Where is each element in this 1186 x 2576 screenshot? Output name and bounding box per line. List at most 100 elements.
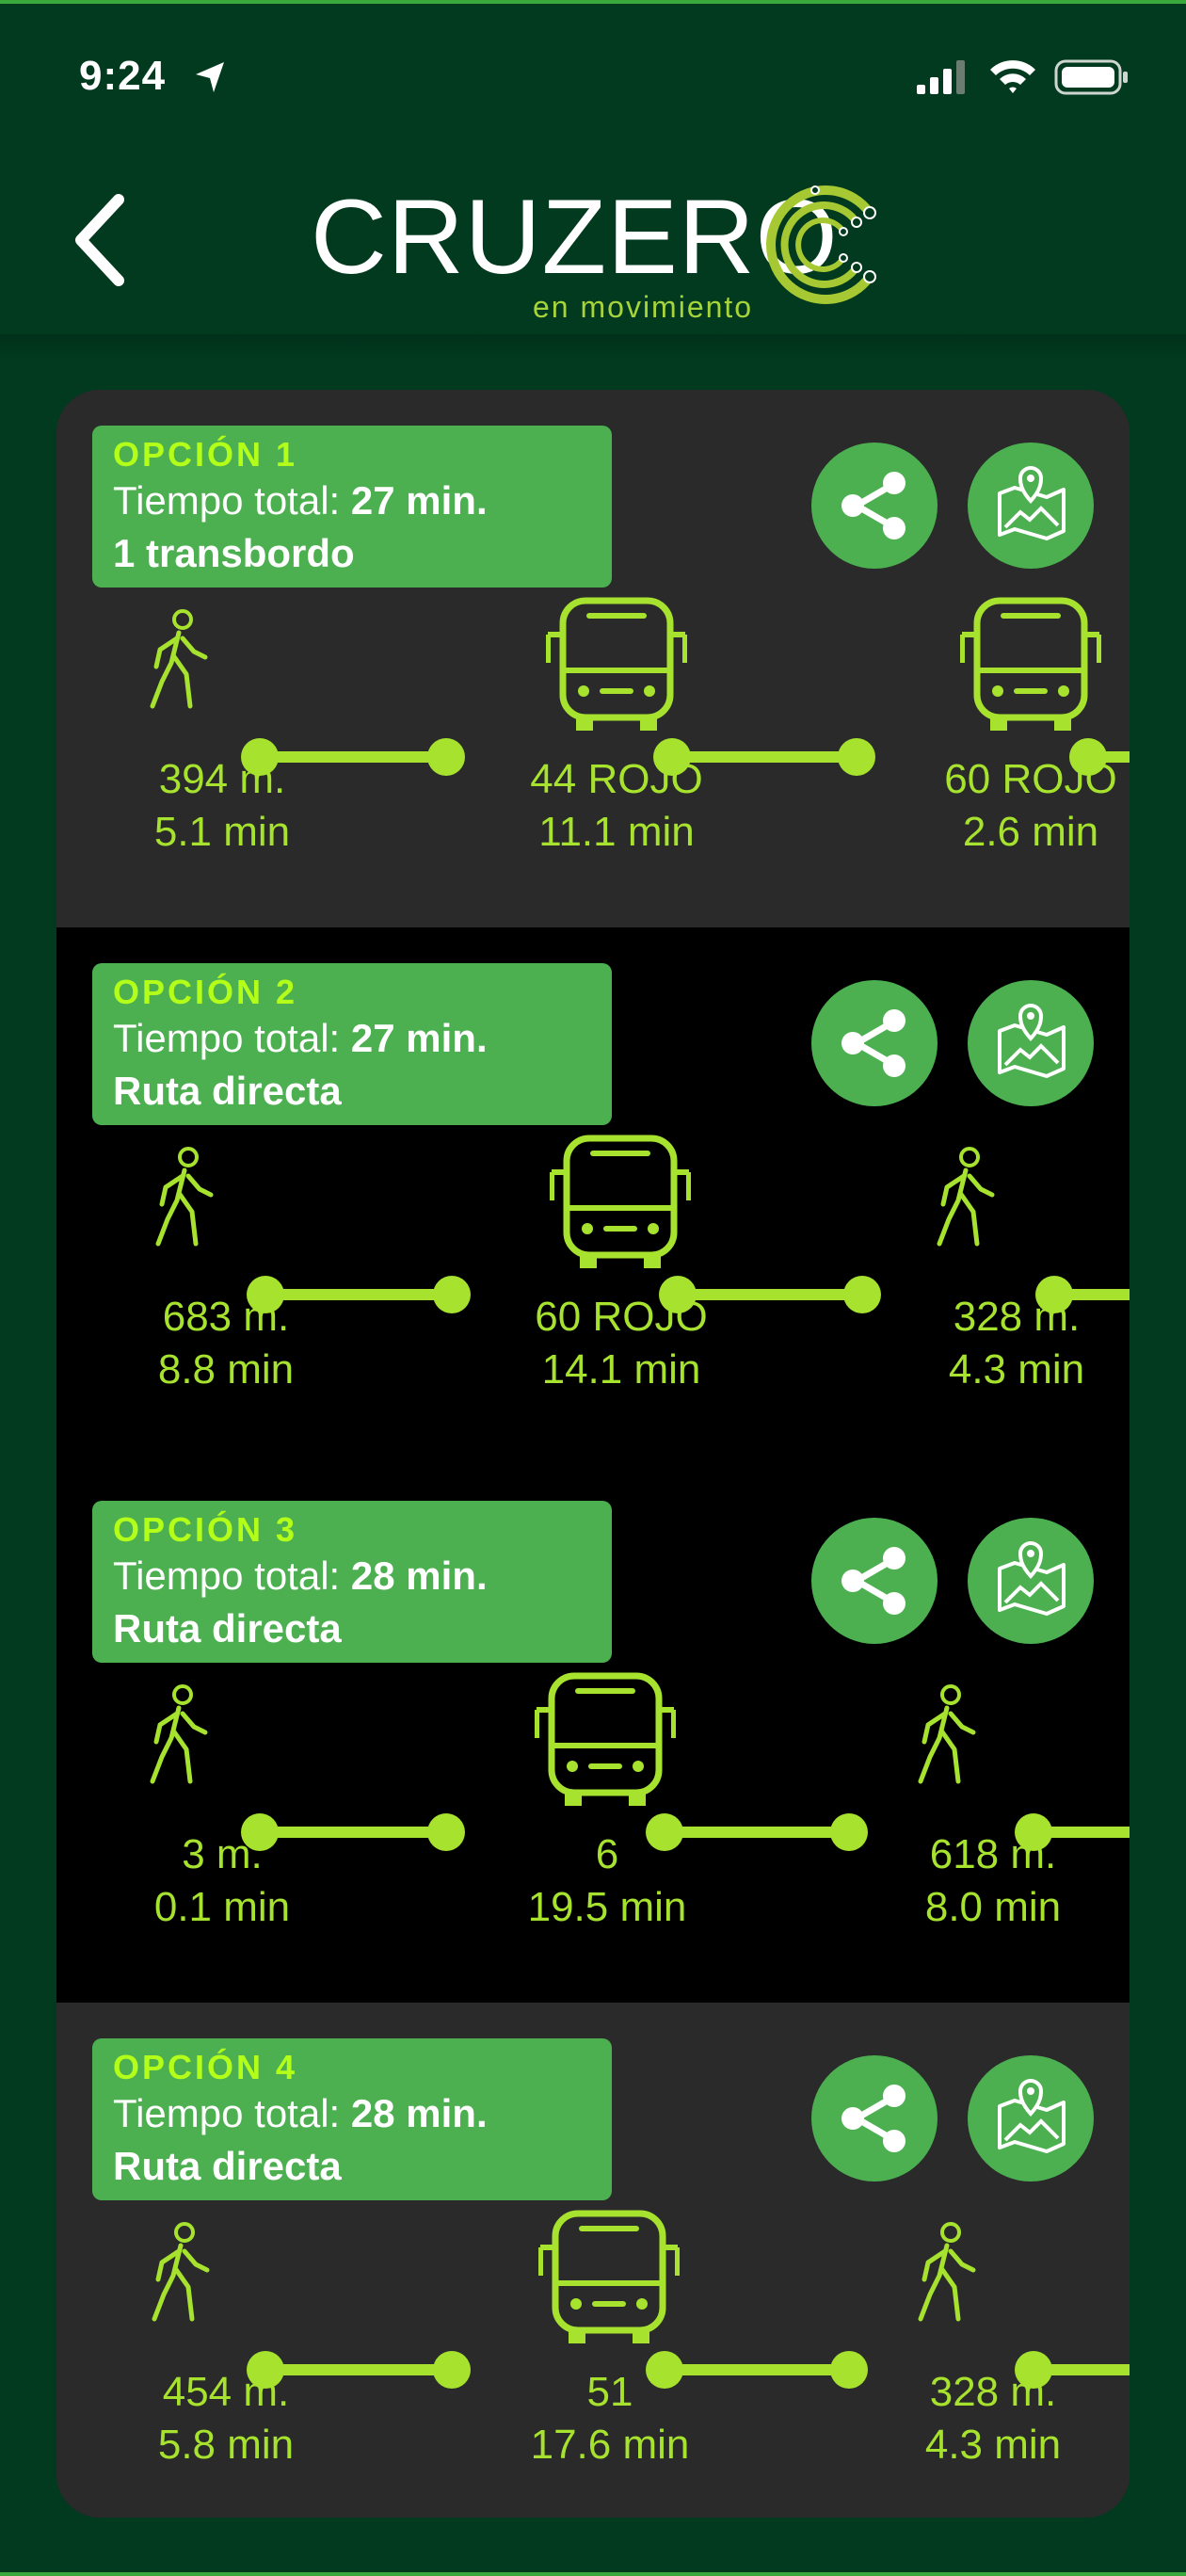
- option-summary: OPCIÓN 2 Tiempo total: 27 min. Ruta dire…: [92, 963, 612, 1125]
- bus-icon: [535, 1672, 676, 1806]
- view-map-button[interactable]: [968, 980, 1094, 1106]
- walking-person-icon: [918, 2222, 976, 2322]
- view-map-button[interactable]: [968, 443, 1094, 569]
- segment-duration: 11.1 min: [538, 809, 695, 855]
- route-connector: [260, 751, 448, 763]
- back-button[interactable]: [66, 188, 141, 292]
- walking-person-icon: [150, 609, 208, 709]
- segment-duration: 4.3 min: [948, 1346, 1085, 1393]
- option-label: OPCIÓN 2: [113, 973, 298, 1011]
- route-dot: [1035, 1276, 1073, 1313]
- option-label: OPCIÓN 4: [113, 2048, 298, 2086]
- segment-route: 6: [595, 1831, 619, 1877]
- logo-c-icon: [766, 185, 876, 304]
- route-dot: [247, 2351, 284, 2389]
- route-connector: [265, 2364, 454, 2375]
- share-button[interactable]: [811, 1518, 938, 1644]
- route-option-card[interactable]: OPCIÓN 2 Tiempo total: 27 min. Ruta dire…: [56, 927, 1130, 1465]
- route-option-card[interactable]: OPCIÓN 3 Tiempo total: 28 min. Ruta dire…: [56, 1465, 1130, 2003]
- segment-duration: 0.1 min: [153, 1884, 291, 1930]
- total-time-line: Tiempo total: 27 min.: [113, 475, 591, 527]
- segment-duration: 2.6 min: [962, 809, 1099, 855]
- route-connector: [672, 751, 857, 763]
- option-summary: OPCIÓN 1 Tiempo total: 27 min. 1 transbo…: [92, 426, 612, 588]
- route-dot: [1015, 2351, 1052, 2389]
- share-button[interactable]: [811, 980, 938, 1106]
- segment-duration: 8.8 min: [157, 1346, 295, 1393]
- total-time-prefix: Tiempo total:: [113, 1016, 341, 1060]
- map-pin-icon: [998, 1004, 1066, 1078]
- total-time-prefix: Tiempo total:: [113, 1554, 341, 1598]
- bus-icon: [538, 2210, 680, 2343]
- route-connector: [265, 1289, 454, 1300]
- share-button[interactable]: [811, 443, 938, 569]
- route-dot: [427, 738, 465, 776]
- segment-label: 683 m.8.8 min: [122, 1291, 329, 1396]
- bottom-edge: [0, 2572, 1186, 2576]
- segment-label: 394 m.5.1 min: [119, 753, 326, 859]
- view-map-button[interactable]: [968, 2055, 1094, 2182]
- transfers-text: 1 transbordo: [113, 531, 355, 575]
- route-connector: [260, 1827, 448, 1838]
- route-connector: [665, 2364, 849, 2375]
- cruzero-logo: CRUZERO en movimiento: [311, 179, 894, 330]
- route-connector: [1034, 2364, 1130, 2375]
- route-dot: [830, 1813, 868, 1851]
- segment-duration: 17.6 min: [530, 2422, 690, 2468]
- share-icon: [841, 472, 906, 539]
- map-pin-icon: [998, 466, 1066, 540]
- segment-label: 3 m.0.1 min: [119, 1828, 326, 1934]
- option-label: OPCIÓN 1: [113, 435, 298, 474]
- logo-tagline: en movimiento: [533, 290, 754, 324]
- option-summary: OPCIÓN 3 Tiempo total: 28 min. Ruta dire…: [92, 1501, 612, 1663]
- route-dot: [427, 1813, 465, 1851]
- route-connector: [678, 1289, 862, 1300]
- view-map-button[interactable]: [968, 1518, 1094, 1644]
- walking-person-icon: [152, 2222, 210, 2322]
- total-time-value: 28 min.: [350, 1554, 488, 1598]
- route-dot: [1015, 1813, 1052, 1851]
- status-time: 9:24: [79, 53, 167, 99]
- bus-icon: [546, 597, 687, 731]
- route-connector: [1054, 1289, 1130, 1300]
- route-dot: [433, 1276, 471, 1313]
- route-option-card[interactable]: OPCIÓN 4 Tiempo total: 28 min. Ruta dire…: [56, 2003, 1130, 2518]
- route-dot: [653, 738, 691, 776]
- segment-duration: 5.8 min: [157, 2422, 295, 2468]
- route-dot: [247, 1276, 284, 1313]
- logo-word: CRUZERO: [311, 178, 839, 296]
- route-dot: [646, 1813, 683, 1851]
- total-time-value: 27 min.: [350, 1016, 488, 1060]
- route-option-card[interactable]: OPCIÓN 1 Tiempo total: 27 min. 1 transbo…: [56, 390, 1130, 927]
- route-dot: [838, 738, 875, 776]
- route-options-list[interactable]: OPCIÓN 1 Tiempo total: 27 min. 1 transbo…: [56, 390, 1130, 2518]
- wifi-icon: [990, 60, 1035, 93]
- segment-label: 328 m.4.3 min: [913, 1291, 1120, 1396]
- transfers-text: Ruta directa: [113, 1606, 342, 1650]
- route-dot: [241, 738, 279, 776]
- segment-duration: 14.1 min: [541, 1346, 701, 1393]
- bus-icon: [550, 1135, 691, 1268]
- route-dot: [1069, 738, 1107, 776]
- route-dot: [646, 2351, 683, 2389]
- total-time-prefix: Tiempo total:: [113, 2091, 341, 2135]
- map-pin-icon: [998, 2079, 1066, 2153]
- option-label: OPCIÓN 3: [113, 1510, 298, 1549]
- share-icon: [841, 1009, 906, 1077]
- walking-person-icon: [937, 1147, 995, 1247]
- segment-label: 454 m.5.8 min: [122, 2366, 329, 2471]
- share-button[interactable]: [811, 2055, 938, 2182]
- route-connector: [1034, 1827, 1130, 1838]
- total-time-line: Tiempo total: 27 min.: [113, 1012, 591, 1065]
- total-time-line: Tiempo total: 28 min.: [113, 1550, 591, 1602]
- walking-person-icon: [918, 1684, 976, 1784]
- segment-label: 618 m.8.0 min: [890, 1828, 1097, 1934]
- share-icon: [841, 1547, 906, 1615]
- transfers-text: Ruta directa: [113, 1069, 342, 1113]
- transfers-text: Ruta directa: [113, 2144, 342, 2188]
- route-dot: [433, 2351, 471, 2389]
- route-connector: [665, 1827, 849, 1838]
